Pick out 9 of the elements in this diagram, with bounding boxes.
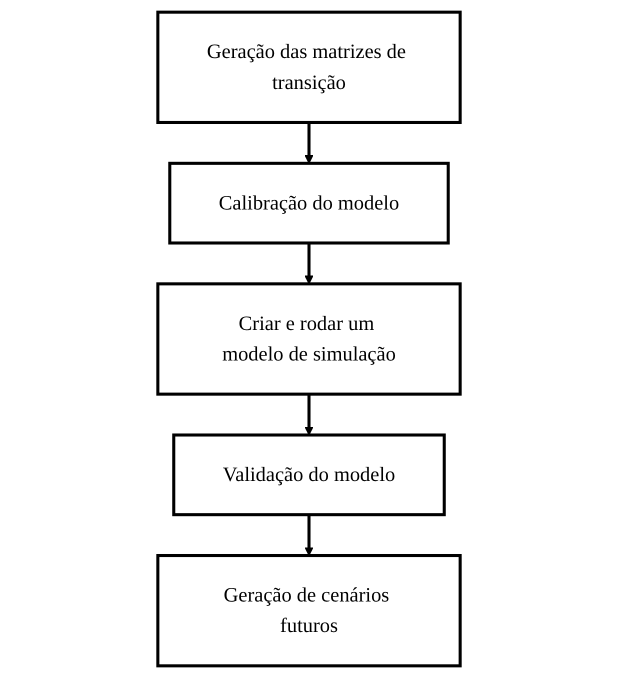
node-box: Validação do modelo	[172, 432, 446, 516]
arrow	[304, 242, 314, 284]
node-box: Geração das matrizes de transição	[156, 10, 462, 124]
arrow	[304, 394, 314, 435]
node-box: Calibração do modelo	[168, 161, 450, 244]
node-box: Criar e rodar um modelo de simulação	[156, 282, 462, 396]
node-box: Geração de cenários futuros	[156, 554, 462, 667]
arrow	[304, 514, 314, 556]
arrow	[304, 122, 314, 164]
